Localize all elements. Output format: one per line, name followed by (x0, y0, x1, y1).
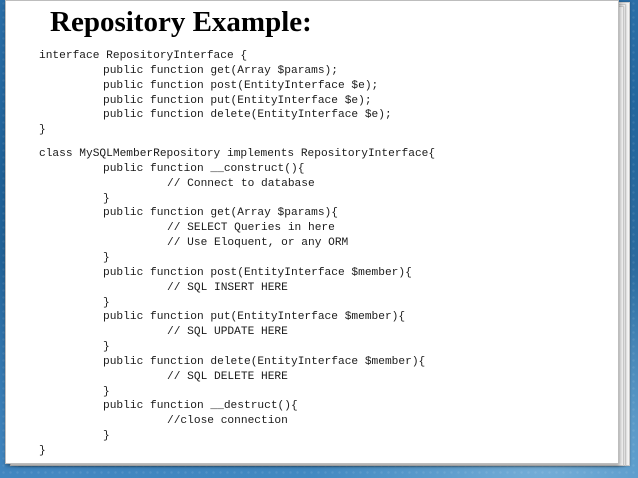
code-line: } (103, 385, 110, 398)
code-line: // Use Eloquent, or any ORM (167, 237, 349, 250)
slide-page (5, 0, 619, 464)
code-line: public function put(EntityInterface $mem… (103, 311, 406, 324)
code-line: public function post(EntityInterface $e)… (103, 79, 379, 92)
code-line: public function post(EntityInterface $me… (103, 266, 412, 279)
code-line: interface RepositoryInterface { (39, 50, 248, 62)
code-line: class MySQLMemberRepository implements R… (39, 148, 436, 161)
code-line: public function __destruct(){ (103, 400, 298, 413)
code-line: } (103, 192, 110, 205)
code-line: public function put(EntityInterface $e); (103, 94, 372, 107)
code-line: } (103, 251, 110, 264)
code-line: //close connection (167, 415, 288, 428)
code-line: } (39, 444, 46, 457)
slide-title: Repository Example: (50, 6, 312, 38)
code-line: public function get(Array $params){ (103, 207, 338, 220)
code-line: } (39, 124, 46, 137)
code-line: public function delete(EntityInterface $… (103, 109, 392, 122)
code-line: } (103, 430, 110, 443)
code-line: public function delete(EntityInterface $… (103, 355, 426, 368)
code-line: public function __construct(){ (103, 162, 305, 175)
code-line: } (103, 296, 110, 309)
code-gap (39, 138, 435, 147)
code-line: public function get(Array $params); (103, 64, 338, 77)
code-line: // Connect to database (167, 177, 315, 190)
code-line: // SELECT Queries in here (167, 222, 335, 235)
code-line: // SQL INSERT HERE (167, 281, 288, 294)
code-block: interface RepositoryInterface { public f… (39, 49, 435, 459)
code-line: } (103, 341, 110, 354)
code-line: // SQL UPDATE HERE (167, 326, 288, 339)
code-line: // SQL DELETE HERE (167, 370, 288, 383)
